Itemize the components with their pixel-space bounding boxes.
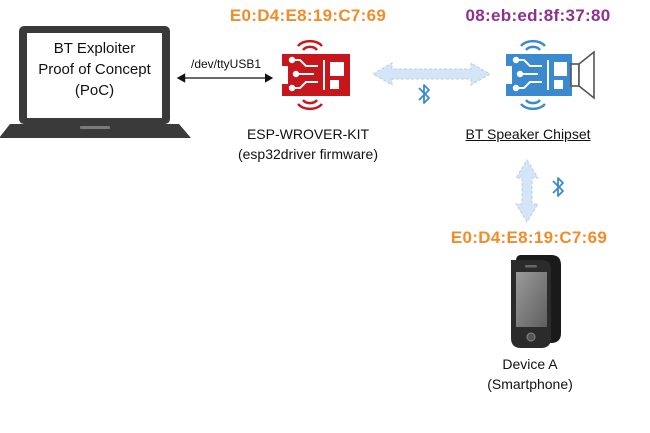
phone-name: Device A — [502, 356, 558, 372]
phone-mac-address: E0:D4:E8:19:C7:69 — [450, 228, 608, 247]
esp-chip-icon — [282, 39, 350, 111]
laptop-line-1: BT Exploiter — [53, 40, 136, 57]
speaker-mac-address: 08:eb:ed:8f:37:80 — [465, 6, 611, 25]
bluetooth-icon — [418, 84, 430, 104]
bluetooth-icon — [552, 177, 564, 197]
laptop-label: BT Exploiter Proof of Concept (PoC) — [29, 38, 160, 101]
serial-link-label: /dev/ttyUSB1 — [190, 57, 262, 71]
esp-board-label: ESP-WROVER-KIT (esp32driver firmware) — [228, 124, 388, 164]
laptop-line-2: Proof of Concept — [38, 61, 151, 78]
bt-link-horizontal — [372, 62, 491, 86]
phone-sub: (Smartphone) — [487, 376, 573, 392]
laptop-icon — [0, 26, 191, 138]
laptop-line-3: (PoC) — [74, 82, 115, 99]
esp-board-name: ESP-WROVER-KIT — [246, 126, 370, 142]
esp-board-firmware: (esp32driver firmware) — [237, 146, 379, 162]
bt-link-vertical — [515, 159, 539, 223]
smartphone-icon — [511, 255, 561, 348]
speaker-label: BT Speaker Chipset — [465, 126, 591, 142]
phone-label: Device A (Smartphone) — [470, 354, 590, 394]
speaker-chip-icon — [506, 39, 572, 111]
esp-mac-address: E0:D4:E8:19:C7:69 — [229, 6, 387, 25]
speaker-icon — [570, 50, 595, 100]
